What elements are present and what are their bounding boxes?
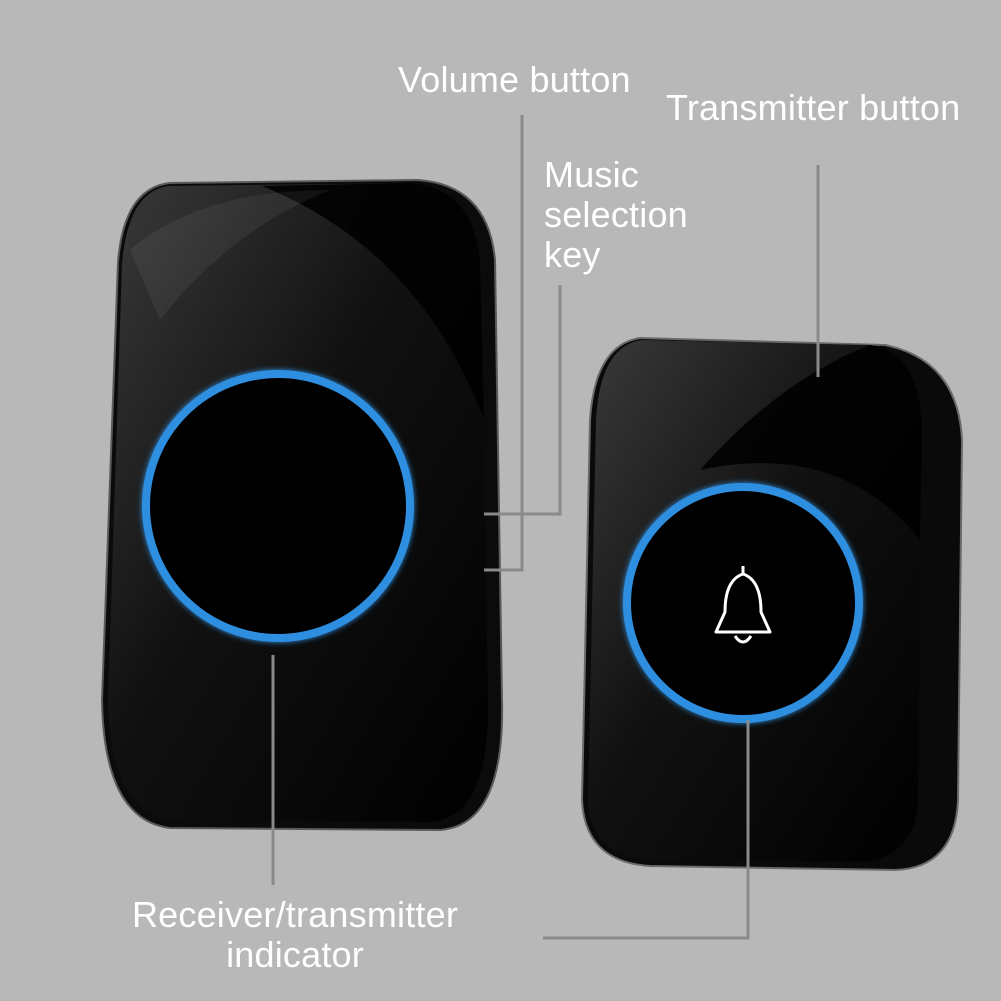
receiver-highlight — [130, 190, 330, 320]
receiver-indicator-ring — [142, 370, 414, 642]
music-leader — [484, 285, 562, 516]
indicator-label-line-1: Receiver/transmitter — [131, 894, 459, 935]
receiver-unit — [100, 178, 504, 832]
music-label-line-2: selection — [544, 194, 688, 235]
transmitter-button-label: Transmitter button — [666, 87, 961, 128]
music-selection-key-label: Music selection key — [544, 155, 688, 275]
bell-icon — [714, 566, 772, 644]
volume-button-label: Volume button — [398, 59, 631, 100]
music-label-line-1: Music — [544, 154, 640, 195]
indicator-label-line-2: indicator — [226, 934, 364, 975]
volume-leader — [484, 115, 524, 572]
leader-lines — [271, 115, 820, 940]
transmitter-button-leader — [543, 720, 750, 940]
transmitter-reflection — [700, 345, 922, 540]
transmitter-unit — [580, 336, 964, 872]
indicator-label: Receiver/transmitter indicator — [120, 895, 470, 975]
transmitter-button[interactable] — [623, 483, 863, 723]
receiver-reflection — [262, 183, 484, 420]
music-label-line-3: key — [544, 234, 601, 275]
